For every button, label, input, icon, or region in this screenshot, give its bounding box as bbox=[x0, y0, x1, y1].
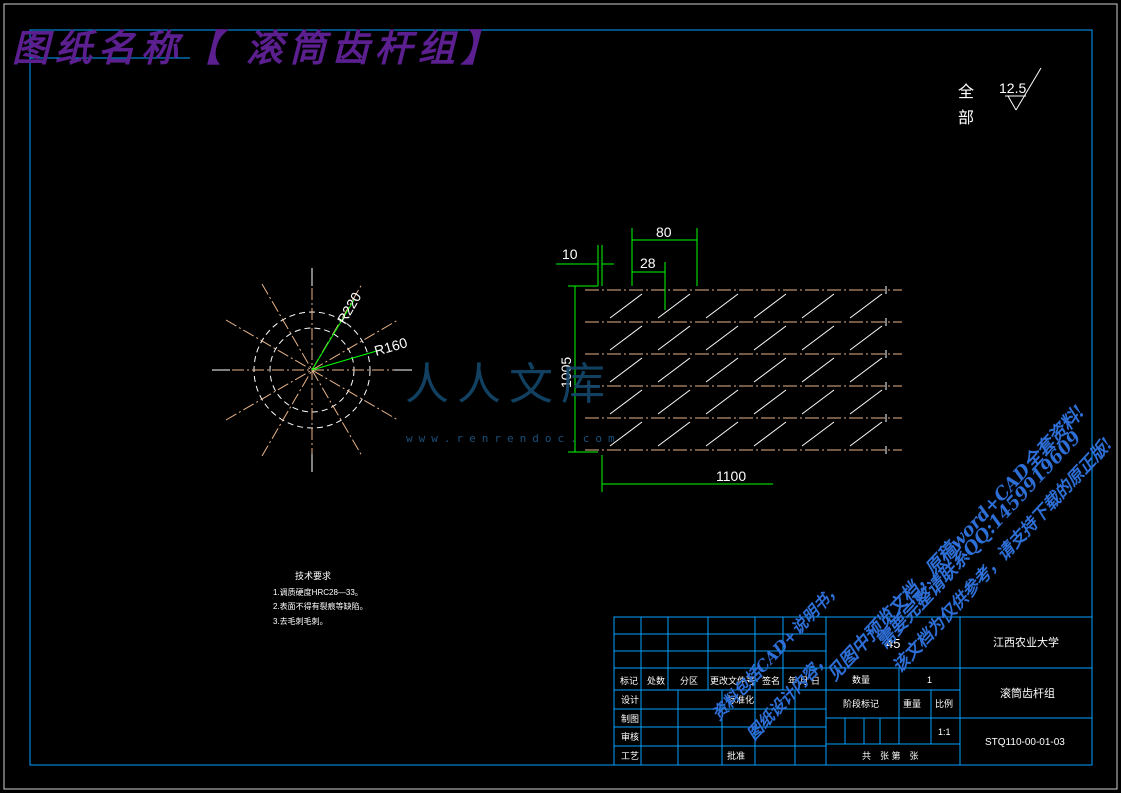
tb-mark-3: 分区 bbox=[680, 676, 698, 686]
outer-frame bbox=[3, 3, 1118, 790]
tb-mark-1: 标记 bbox=[620, 675, 638, 686]
rack-tooth bbox=[849, 421, 883, 447]
rack-tooth bbox=[705, 421, 739, 447]
inner-frame bbox=[29, 29, 1093, 766]
tb-standard: 标准化 bbox=[727, 694, 754, 705]
rack-tooth bbox=[753, 421, 787, 447]
tech-req-heading: 技术要求 bbox=[295, 570, 331, 581]
tb-quantity-label: 数量 bbox=[852, 674, 870, 685]
dim-1100: 1100 bbox=[716, 468, 746, 484]
tb-sheets: 共 张 第 张 bbox=[862, 750, 919, 761]
title-block bbox=[613, 616, 1093, 766]
tb-row-process: 工艺 bbox=[621, 751, 639, 761]
rack-tooth bbox=[801, 293, 835, 319]
rack-tooth bbox=[657, 421, 691, 447]
tb-approve: 批准 bbox=[727, 750, 745, 761]
rack-tooth bbox=[801, 421, 835, 447]
rack-tooth bbox=[801, 389, 835, 415]
tb-scale: 1:1 bbox=[938, 727, 951, 737]
rack-tooth bbox=[657, 325, 691, 351]
tb-mark-6: 年 月 日 bbox=[788, 675, 820, 686]
tb-mark-4: 更改文件号 bbox=[710, 675, 755, 686]
rack-tooth bbox=[609, 325, 643, 351]
rack-tooth bbox=[609, 389, 643, 415]
tb-row-draft: 制图 bbox=[621, 713, 639, 724]
drawing-title-banner: 图纸名称【 滚筒齿杆组】 bbox=[12, 26, 504, 70]
rack-tooth bbox=[801, 325, 835, 351]
section-circle-view bbox=[212, 268, 412, 472]
rack-tooth bbox=[609, 293, 643, 319]
watermark-url: www.renrendoc.com bbox=[406, 432, 621, 445]
dim-10: 10 bbox=[562, 246, 578, 262]
rack-tooth bbox=[705, 325, 739, 351]
rack-tooth bbox=[657, 389, 691, 415]
rack-tooth bbox=[753, 293, 787, 319]
watermark-logo: 人人文库 bbox=[405, 359, 613, 410]
roughness-symbol bbox=[1005, 67, 1042, 111]
rack-tooth bbox=[753, 325, 787, 351]
rack-tooth bbox=[849, 389, 883, 415]
tb-part-name: 滚筒齿杆组 bbox=[1000, 686, 1055, 700]
dim-80: 80 bbox=[656, 224, 672, 240]
rack-tooth bbox=[849, 357, 883, 383]
dim-r160: R160 bbox=[372, 334, 409, 359]
rack-tooth bbox=[849, 293, 883, 319]
dim-28: 28 bbox=[640, 255, 656, 271]
tb-school: 江西农业大学 bbox=[993, 635, 1059, 649]
rack-view bbox=[556, 228, 902, 492]
rack-tooth bbox=[657, 293, 691, 319]
rack-tooth bbox=[753, 389, 787, 415]
rack-tooth bbox=[609, 421, 643, 447]
tech-req-item-2: 2.表面不得有裂痕等缺陷。 bbox=[273, 601, 368, 611]
rack-tooth bbox=[705, 293, 739, 319]
roughness-label-part: 部 bbox=[958, 109, 974, 127]
rack-tooth bbox=[609, 357, 643, 383]
tech-req-item-1: 1.调质硬度HRC28—33。 bbox=[273, 587, 363, 597]
tb-row-design: 设计 bbox=[621, 694, 639, 705]
tech-req-item-3: 3.去毛刺毛刺。 bbox=[273, 616, 328, 626]
tb-drawing-no: STQ110-00-01-03 bbox=[985, 737, 1065, 748]
tb-mark-2: 处数 bbox=[647, 675, 665, 686]
tb-quantity: 1 bbox=[927, 675, 932, 685]
dim-1005: 1005 bbox=[558, 357, 574, 388]
tb-material: 45 bbox=[886, 636, 900, 651]
tb-mark-5: 签名 bbox=[762, 675, 780, 686]
tb-stage-label: 阶段标记 bbox=[843, 698, 879, 709]
roughness-label-all: 全 bbox=[958, 83, 974, 101]
rack-tooth bbox=[753, 357, 787, 383]
roughness-value: 12.5 bbox=[999, 80, 1026, 96]
tb-weight-label: 重量 bbox=[903, 698, 921, 709]
rack-tooth bbox=[705, 389, 739, 415]
rack-tooth bbox=[849, 325, 883, 351]
rack-tooth bbox=[801, 357, 835, 383]
rack-tooth bbox=[705, 357, 739, 383]
tb-row-review: 审核 bbox=[621, 731, 639, 742]
dim-r220: R220 bbox=[334, 289, 365, 326]
tb-scale-label: 比例 bbox=[935, 698, 953, 709]
rack-tooth bbox=[657, 357, 691, 383]
